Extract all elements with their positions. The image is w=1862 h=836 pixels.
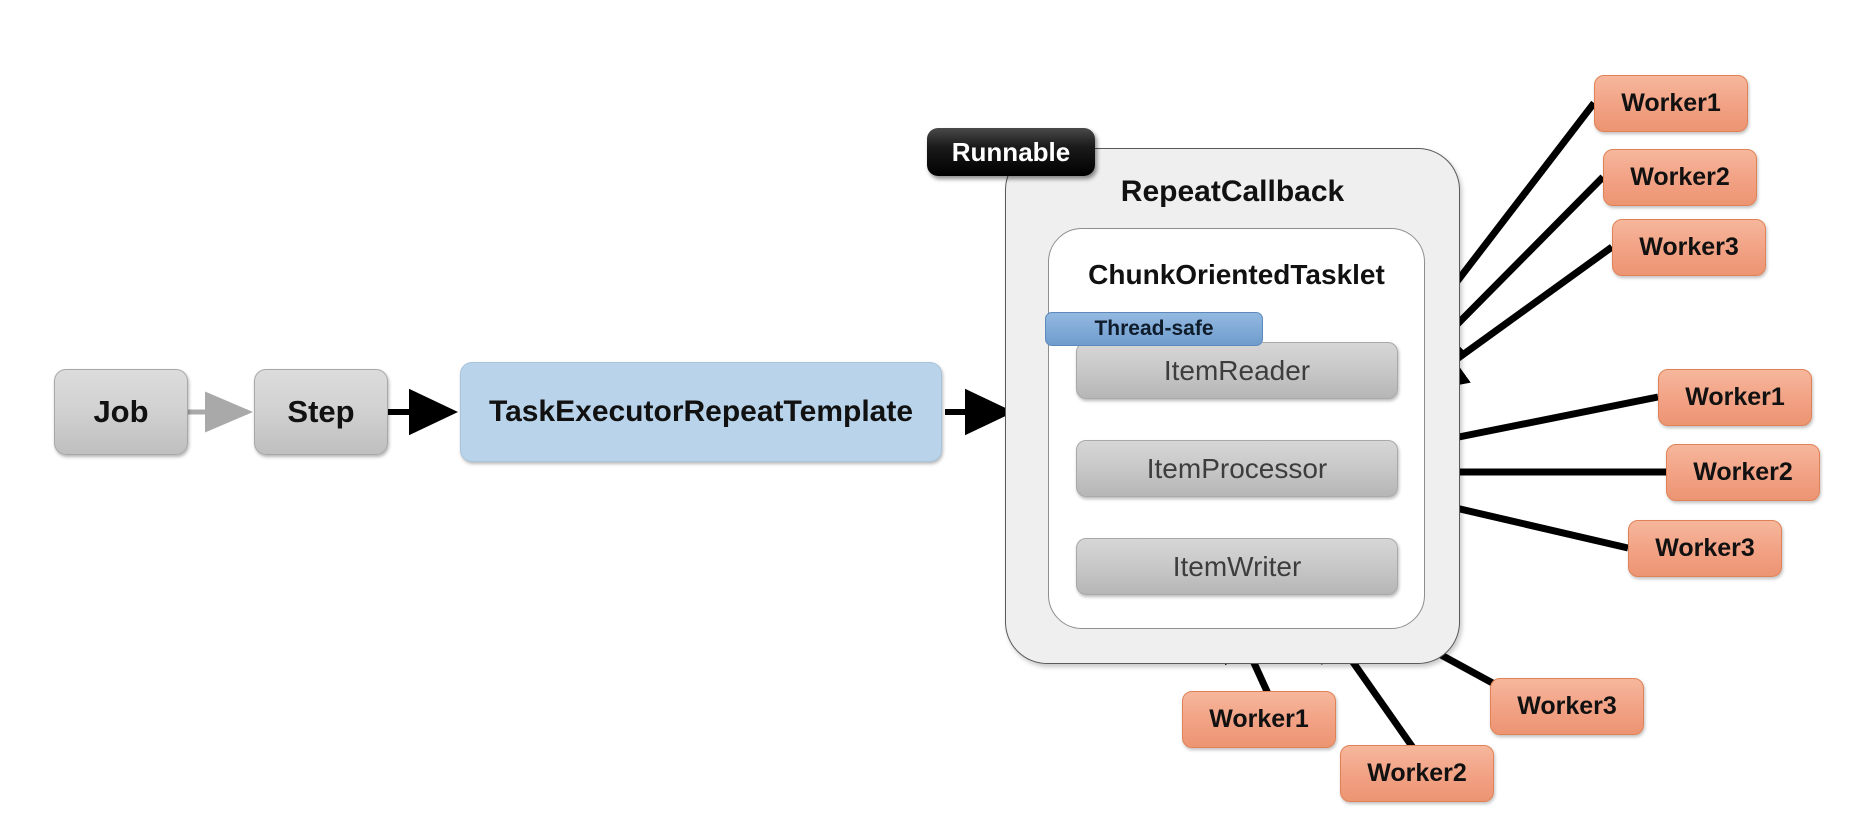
- component-item-reader[interactable]: ItemReader: [1076, 342, 1398, 399]
- component-item-writer[interactable]: ItemWriter: [1076, 538, 1398, 595]
- component-item-processor[interactable]: ItemProcessor: [1076, 440, 1398, 497]
- component-item-writer-label: ItemWriter: [1172, 550, 1302, 582]
- thread-safe-badge-label: Thread-safe: [1094, 317, 1214, 340]
- component-item-reader-label: ItemReader: [1163, 354, 1311, 386]
- node-step-label: Step: [287, 394, 355, 429]
- container-repeat-callback-title: RepeatCallback: [1120, 175, 1345, 208]
- worker-reader-3[interactable]: Worker3: [1612, 219, 1766, 276]
- worker-writer-2[interactable]: Worker2: [1340, 745, 1494, 802]
- worker-processor-3-label: Worker3: [1655, 534, 1755, 562]
- worker-reader-3-label: Worker3: [1639, 233, 1739, 261]
- node-step[interactable]: Step: [254, 369, 388, 455]
- worker-reader-1[interactable]: Worker1: [1594, 75, 1748, 132]
- node-job[interactable]: Job: [54, 369, 188, 455]
- node-job-label: Job: [93, 394, 149, 429]
- worker-processor-1[interactable]: Worker1: [1658, 369, 1812, 426]
- worker-writer-1-label: Worker1: [1209, 705, 1309, 733]
- node-task-executor-repeat-template-label: TaskExecutorRepeatTemplate: [488, 395, 914, 428]
- node-task-executor-repeat-template[interactable]: TaskExecutorRepeatTemplate: [460, 362, 942, 462]
- worker-reader-2-label: Worker2: [1630, 163, 1730, 191]
- worker-processor-2[interactable]: Worker2: [1666, 444, 1820, 501]
- worker-writer-1[interactable]: Worker1: [1182, 691, 1336, 748]
- runnable-tag-label: Runnable: [951, 136, 1071, 167]
- worker-processor-2-label: Worker2: [1693, 458, 1793, 486]
- worker-writer-2-label: Worker2: [1367, 759, 1467, 787]
- component-item-processor-label: ItemProcessor: [1146, 452, 1328, 484]
- worker-writer-3[interactable]: Worker3: [1490, 678, 1644, 735]
- worker-reader-1-label: Worker1: [1621, 89, 1721, 117]
- worker-processor-1-label: Worker1: [1685, 383, 1785, 411]
- container-chunk-oriented-tasklet-title: ChunkOrientedTasklet: [1088, 259, 1385, 290]
- thread-safe-badge: Thread-safe: [1045, 312, 1263, 346]
- worker-processor-3[interactable]: Worker3: [1628, 520, 1782, 577]
- worker-reader-2[interactable]: Worker2: [1603, 149, 1757, 206]
- worker-writer-3-label: Worker3: [1517, 692, 1617, 720]
- runnable-tag: Runnable: [927, 128, 1095, 176]
